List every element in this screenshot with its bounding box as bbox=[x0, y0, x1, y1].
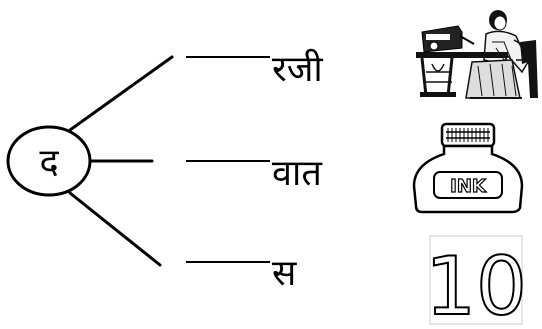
root-letter-group: द bbox=[8, 127, 90, 195]
suffix-text-top: रजी bbox=[272, 48, 323, 90]
number-ten-text: 10 bbox=[425, 240, 527, 329]
ink-bottle-icon: INK bbox=[414, 124, 522, 212]
connector-line-top bbox=[70, 57, 172, 130]
root-letter: द bbox=[39, 142, 59, 183]
suffix-text-middle: वात bbox=[272, 153, 323, 194]
connector-line-bottom bbox=[70, 193, 160, 265]
suffix-text-bottom: स bbox=[272, 253, 297, 294]
ink-label-text: INK bbox=[450, 176, 487, 197]
number-ten-icon: 10 bbox=[425, 236, 527, 329]
sewing-machine-tailor-icon bbox=[412, 2, 542, 100]
